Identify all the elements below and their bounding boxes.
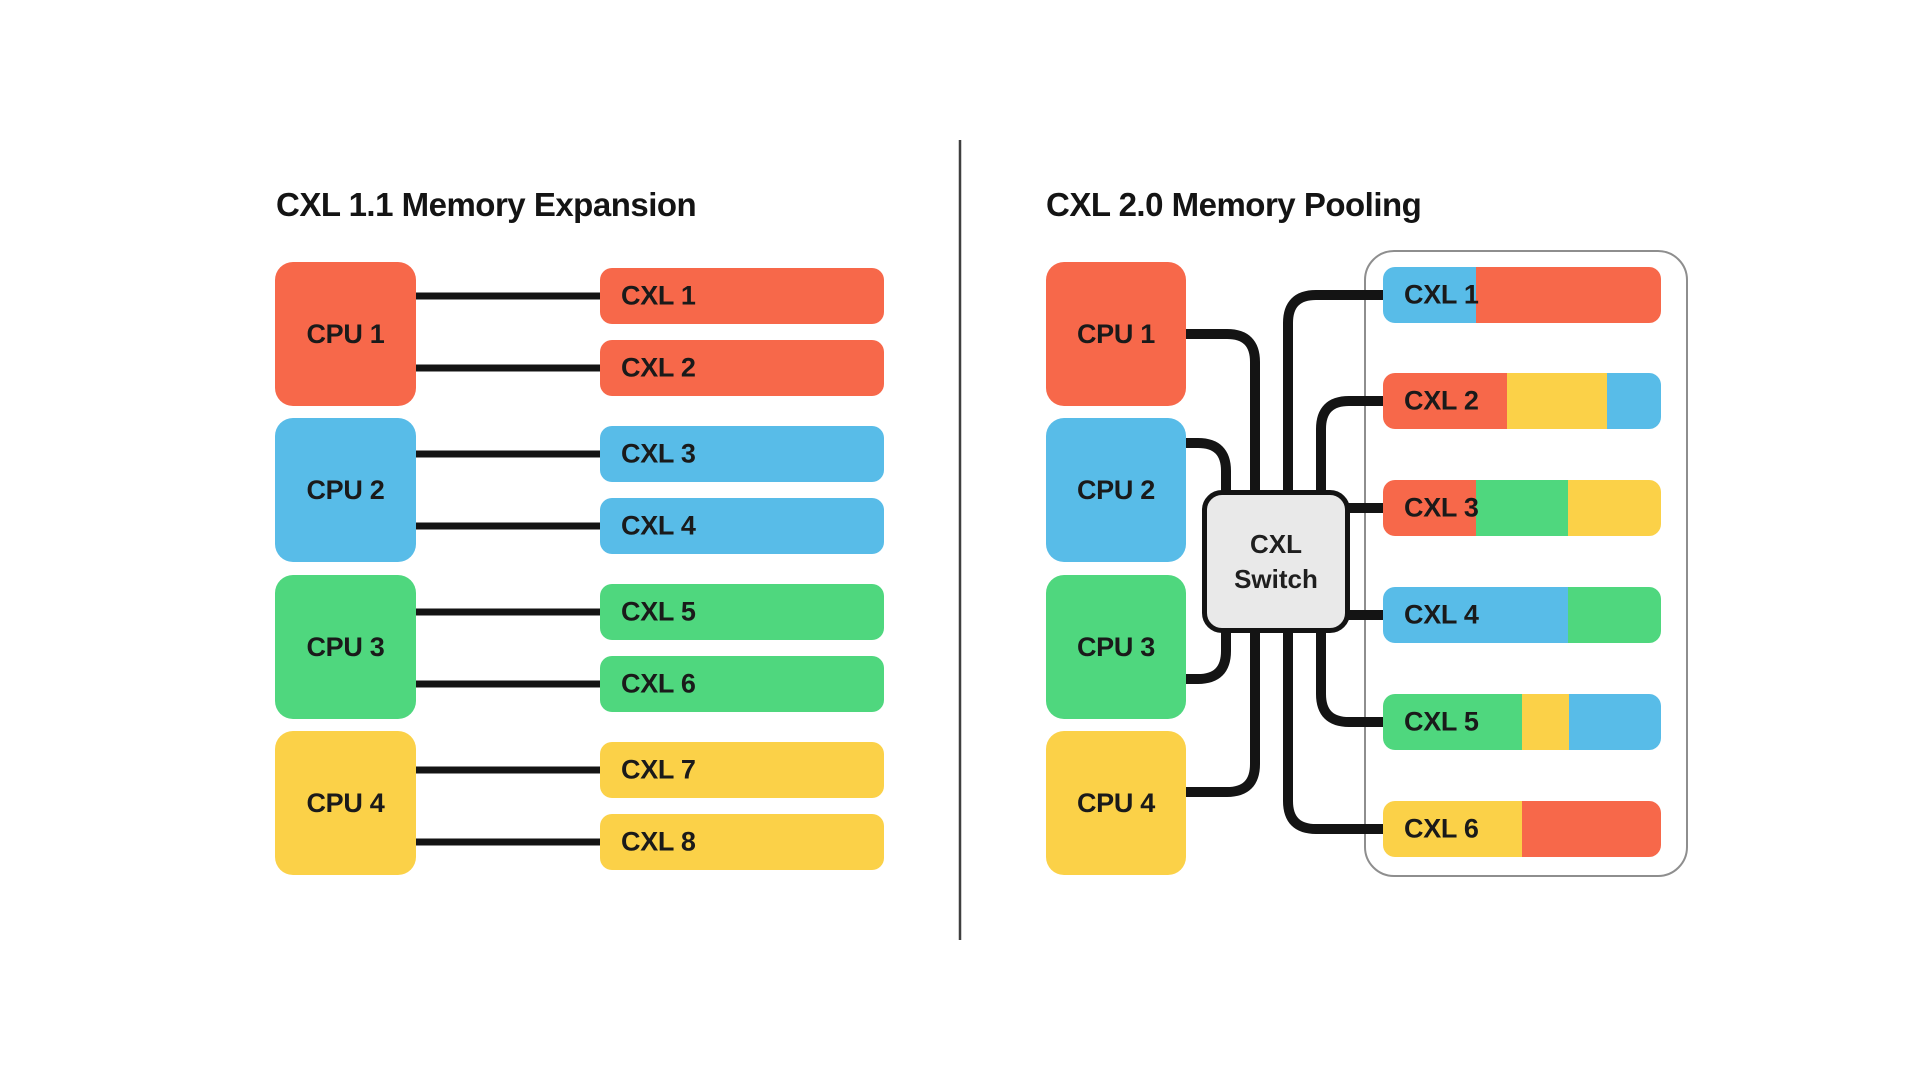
cxl-device-bar-pooled-6: CXL 6 [1383, 801, 1661, 857]
bar-segment-green [1475, 480, 1569, 536]
cxl-device-bar-left-8: CXL 8 [600, 814, 884, 870]
cpu-box-label: CPU 1 [306, 318, 385, 349]
right-link-cpu4-to-switch [1185, 615, 1260, 797]
cxl-device-label: CXL 3 [621, 438, 696, 469]
cxl-device-label: CXL 2 [621, 352, 696, 383]
cxl-device-label: CXL 1 [621, 280, 696, 311]
bar-segment-yellow [1506, 373, 1607, 429]
cxl-device-bar-left-2: CXL 2 [600, 340, 884, 396]
bar-segment-green [1567, 587, 1661, 643]
cpu-box-right_panel-2: CPU 2 [1046, 418, 1186, 562]
right-link-cpu1-to-switch [1185, 329, 1260, 510]
bar-segment-orange [1383, 373, 1507, 429]
cpu-box-right_panel-3: CPU 3 [1046, 575, 1186, 719]
bar-segment-orange [1522, 801, 1661, 857]
cxl-switch-label-line2: Switch [1234, 563, 1318, 594]
cpu-box-right_panel-4: CPU 4 [1046, 731, 1186, 875]
cpu-box-label: CPU 1 [1076, 318, 1156, 349]
bar-segment-blue [1383, 587, 1568, 643]
cxl-device-bar-pooled-4: CXL 4 [1383, 587, 1661, 643]
cxl-device-bar-left-3: CXL 3 [600, 426, 884, 482]
cxl-device-label: CXL 4 [621, 510, 696, 541]
cpu-box-left_panel-2: CPU 2 [275, 418, 416, 562]
cpu-box-left_panel-1: CPU 1 [275, 262, 416, 406]
bar-segment-blue [1569, 694, 1661, 750]
cxl-device-label: CXL 7 [621, 754, 696, 785]
cpu-box-left_panel-4: CPU 4 [275, 731, 416, 875]
cxl-device-label: CXL 6 [1404, 813, 1479, 844]
cxl-device-bar-left-7: CXL 7 [600, 742, 884, 798]
bar-segment-blue [1606, 373, 1661, 429]
bar-segment-yellow [1568, 480, 1661, 536]
cpu-box-label: CPU 4 [306, 787, 385, 818]
cxl-device-bar-left-6: CXL 6 [600, 656, 884, 712]
bar-segment-orange [1475, 267, 1661, 323]
cxl-switch-label-line1: CXL [1250, 529, 1302, 560]
cxl-device-bar-left-5: CXL 5 [600, 584, 884, 640]
cxl-device-bar-pooled-1: CXL 1 [1383, 267, 1661, 323]
cpu-box-label: CPU 3 [306, 631, 385, 662]
cxl-device-bar-pooled-3: CXL 3 [1383, 480, 1661, 536]
bar-segment-blue [1383, 267, 1476, 323]
left-panel-title: CXL 1.1 Memory Expansion [276, 186, 697, 223]
cpu-box-label: CPU 2 [306, 474, 385, 505]
cxl-device-label: CXL 2 [1404, 385, 1479, 416]
cxl-device-label: CXL 4 [1404, 599, 1479, 630]
cxl-device-label: CXL 1 [1404, 279, 1479, 310]
cpu-box-label: CPU 3 [1076, 631, 1156, 662]
cpu-box-right_panel-1: CPU 1 [1046, 262, 1186, 406]
cxl-device-label: CXL 8 [621, 826, 696, 857]
bar-segment-green [1383, 694, 1522, 750]
cxl-device-bar-pooled-2: CXL 2 [1383, 373, 1661, 429]
cxl-device-bar-left-1: CXL 1 [600, 268, 884, 324]
cxl-device-bar-pooled-5: CXL 5 [1383, 694, 1661, 750]
cpu-box-label: CPU 2 [1076, 474, 1156, 505]
right-panel-title: CXL 2.0 Memory Pooling [1046, 186, 1422, 223]
memory-pool-container [1364, 250, 1688, 877]
cxl-device-label: CXL 5 [1404, 706, 1479, 737]
cpu-box-left_panel-3: CPU 3 [275, 575, 416, 719]
cxl-switch: CXL Switch [1202, 490, 1350, 633]
cxl-device-label: CXL 3 [1404, 492, 1479, 523]
bar-segment-yellow [1522, 694, 1570, 750]
cxl-device-label: CXL 5 [621, 596, 696, 627]
cxl-device-bar-left-4: CXL 4 [600, 498, 884, 554]
bar-segment-orange [1383, 480, 1476, 536]
cpu-box-label: CPU 4 [1076, 787, 1156, 818]
bar-segment-yellow [1383, 801, 1522, 857]
cxl-device-label: CXL 6 [621, 668, 696, 699]
